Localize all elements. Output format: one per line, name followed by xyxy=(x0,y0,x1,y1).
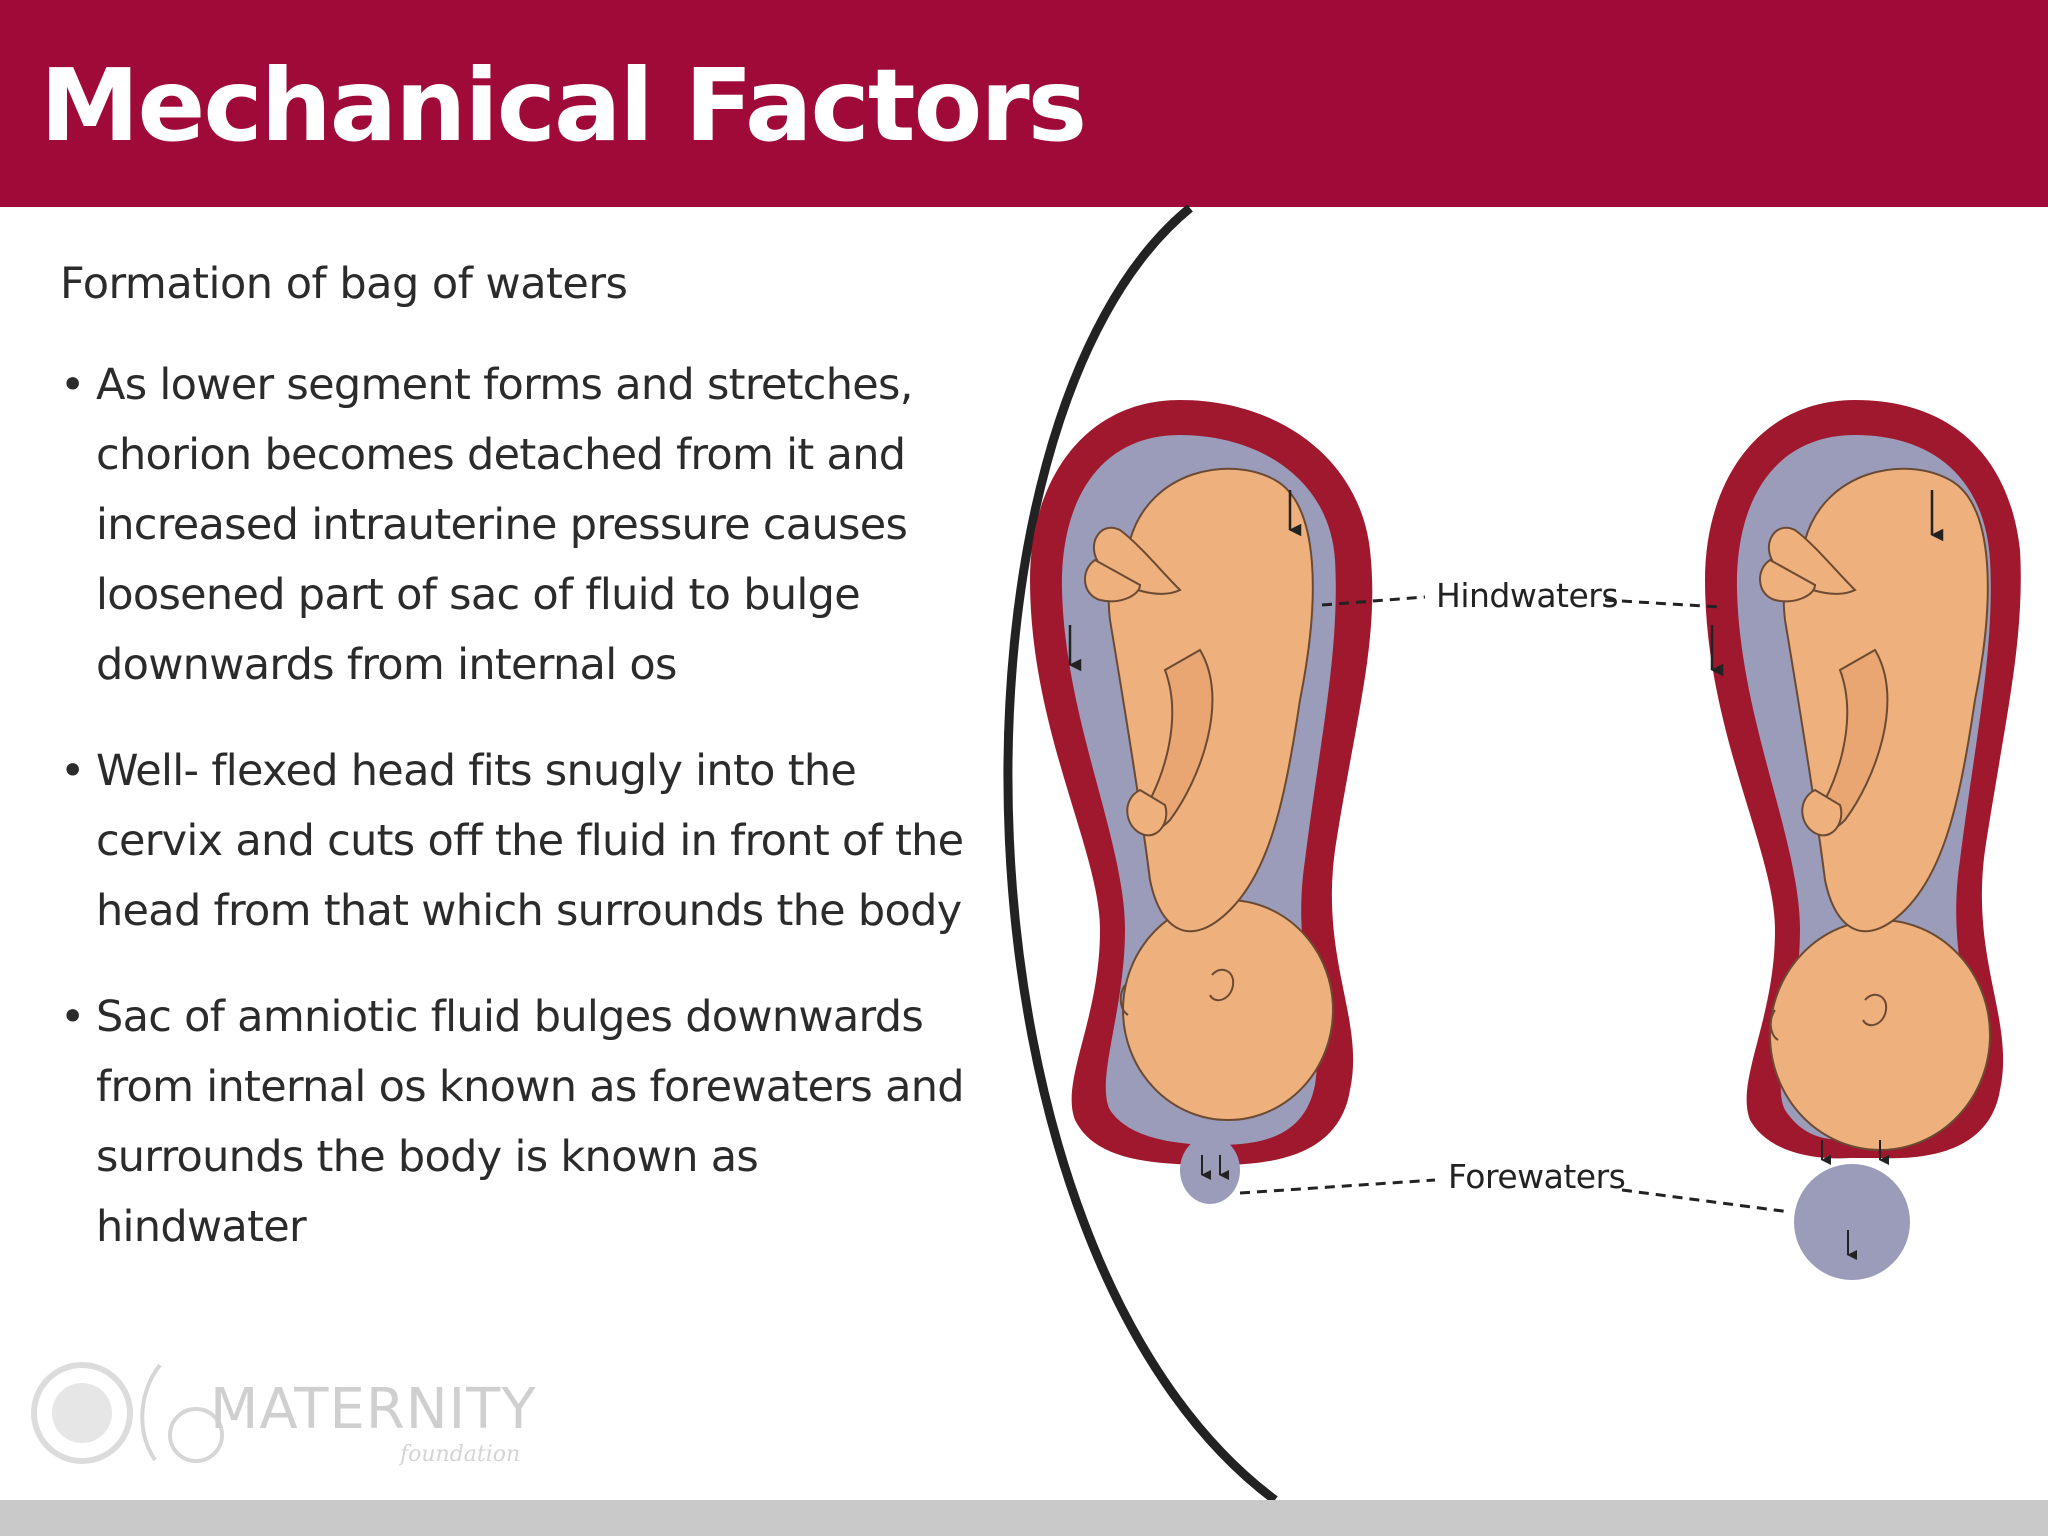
hindwaters-leader-right xyxy=(1604,598,1721,609)
fetus-left xyxy=(1084,467,1334,1121)
divider-arc xyxy=(1003,204,1278,1504)
logo-tagline: foundation xyxy=(400,1442,521,1467)
bullet-item-amniotic-sac: Sac of amniotic fluid bulges downwards f… xyxy=(60,982,980,1262)
page-title: Mechanical Factors xyxy=(40,47,1087,164)
bullet-list: As lower segment forms and stretches, ch… xyxy=(60,350,980,1298)
hindwaters-leader-left xyxy=(1321,595,1426,607)
header-bar: Mechanical Factors xyxy=(0,0,2048,207)
logo-wordmark: MATERNITY xyxy=(210,1377,537,1442)
hindwaters-label: Hindwaters xyxy=(1436,576,1619,615)
mother-child-icon xyxy=(140,1363,225,1463)
forewaters-leader-right xyxy=(1621,1188,1791,1214)
forewaters-leader-left xyxy=(1239,1178,1436,1195)
logo-emblems xyxy=(31,1362,225,1464)
forewaters-label: Forewaters xyxy=(1448,1157,1626,1196)
forewaters-bulge-left xyxy=(1180,1136,1240,1204)
forewaters-bulge-right xyxy=(1794,1164,1910,1280)
section-subtitle: Formation of bag of waters xyxy=(60,259,628,309)
bullet-item-lower-segment: As lower segment forms and stretches, ch… xyxy=(60,350,980,700)
footer-bar xyxy=(0,1500,2048,1536)
bullet-item-flexed-head: Well- flexed head fits snugly into the c… xyxy=(60,736,980,946)
uterus-left xyxy=(1030,400,1373,1204)
uterus-right xyxy=(1705,400,2021,1280)
seal-icon xyxy=(31,1362,133,1464)
fetus-right xyxy=(1759,467,1991,1151)
